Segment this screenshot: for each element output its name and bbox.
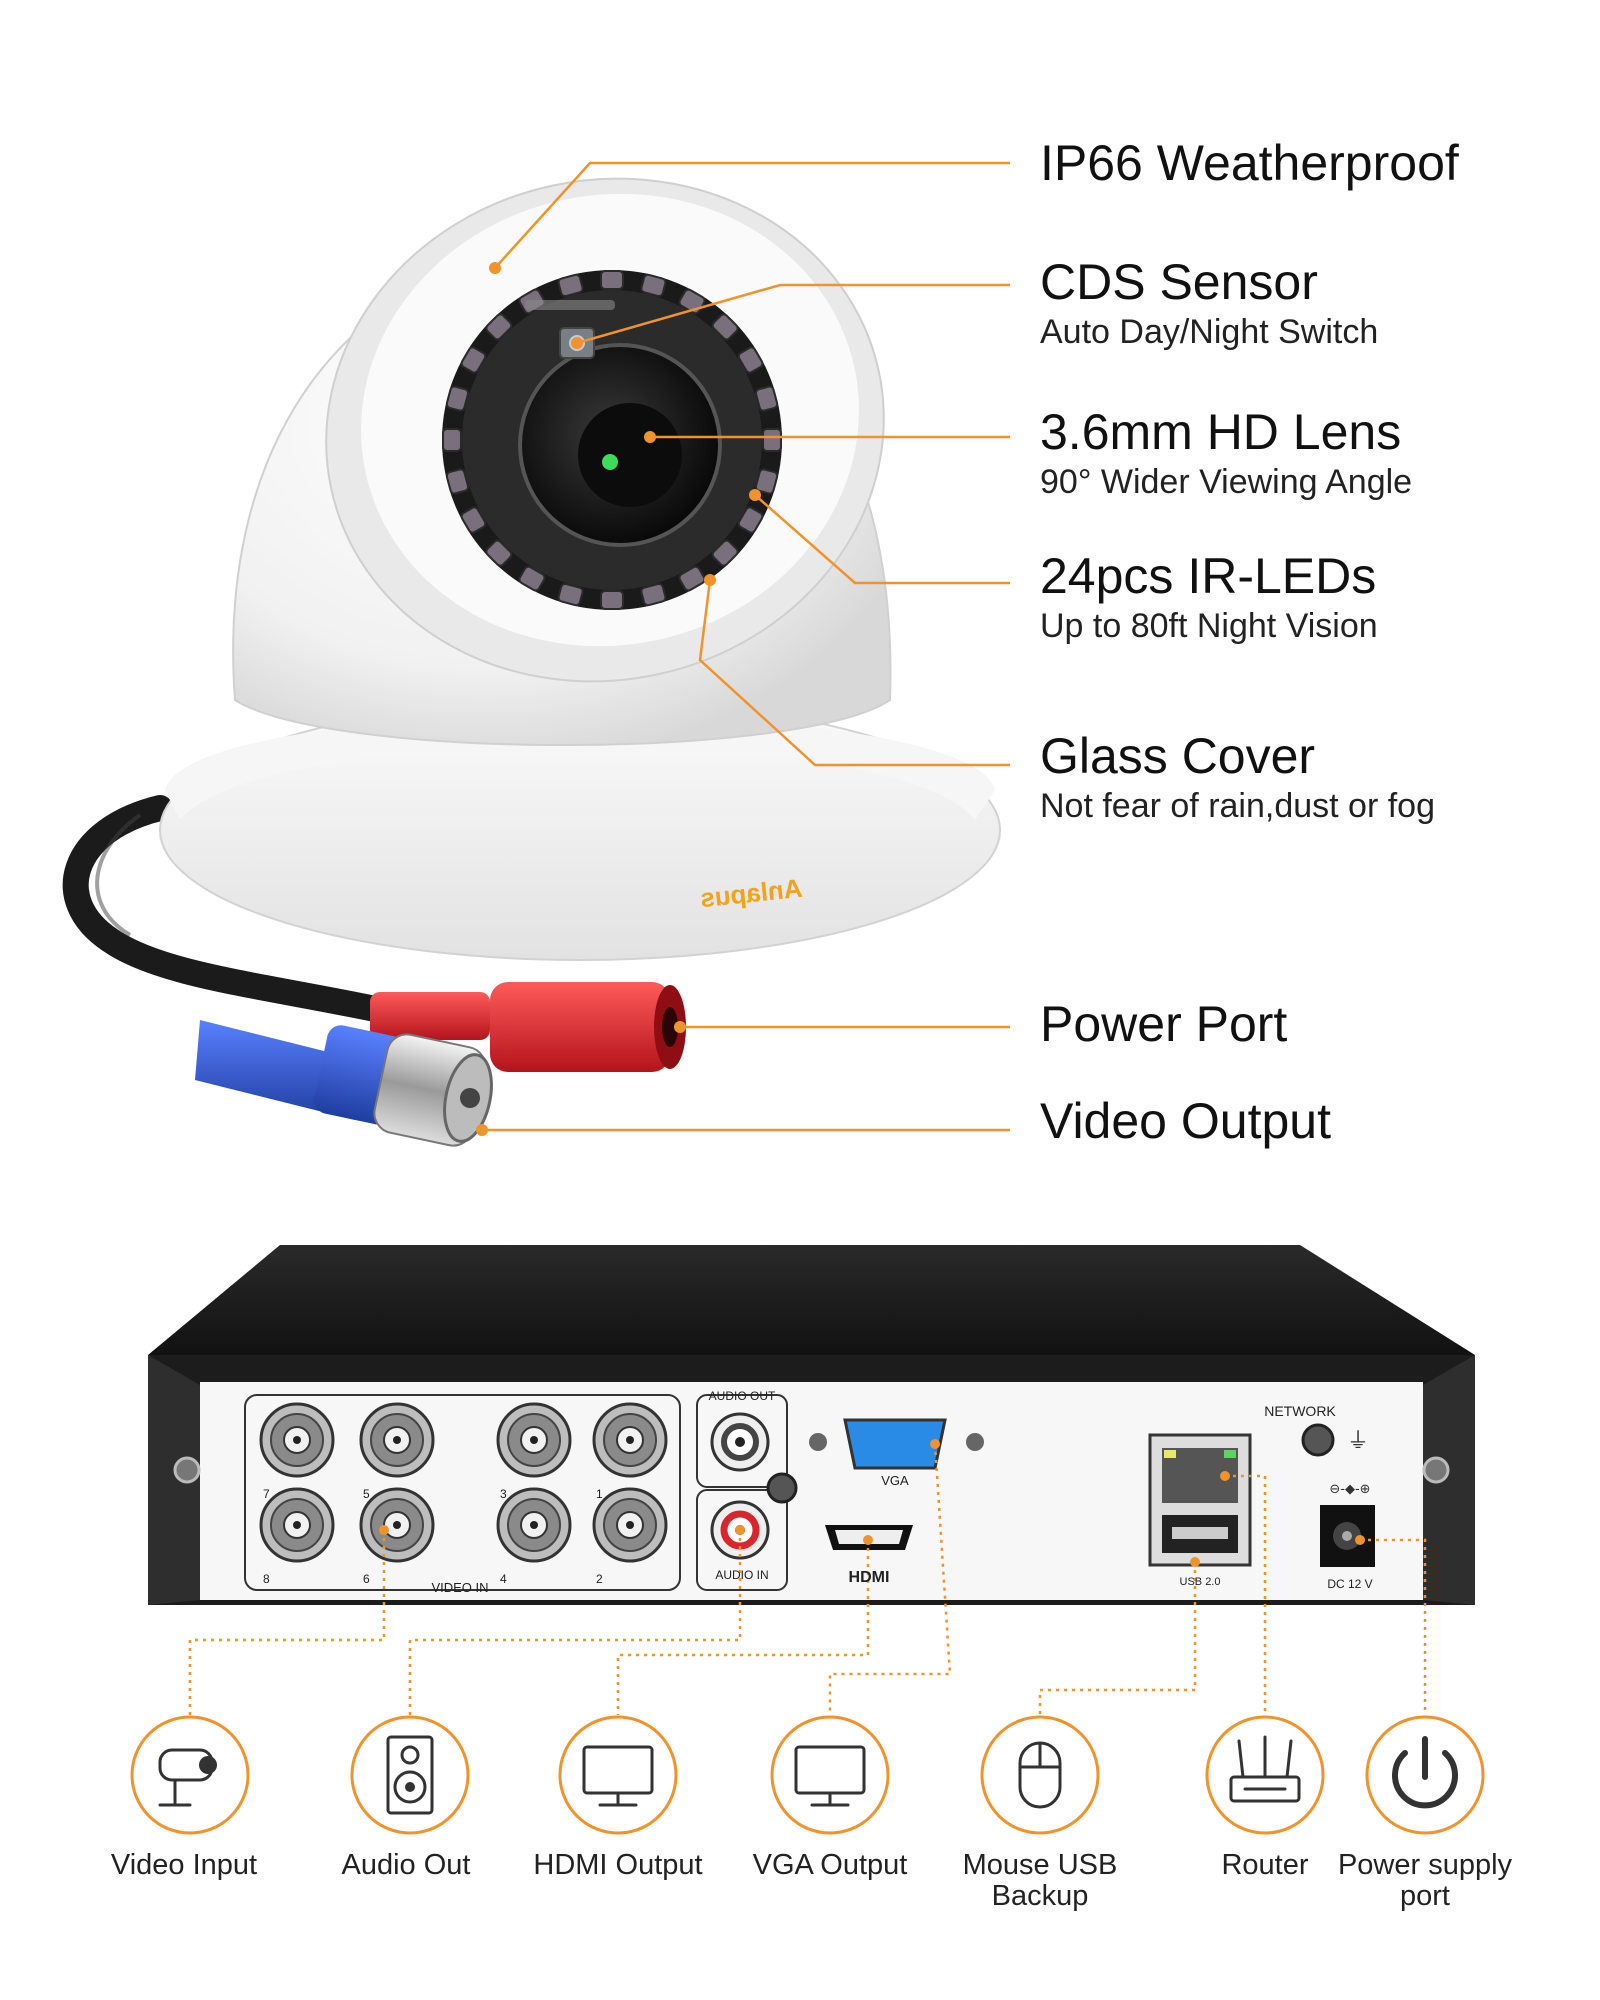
feature-title: CDS Sensor bbox=[1040, 254, 1318, 310]
svg-text:⊖-◆-⊕: ⊖-◆-⊕ bbox=[1329, 1482, 1370, 1497]
port-label-video-input: Video Input bbox=[110, 1849, 258, 1881]
feature-lens: 3.6mm HD Lens 90° Wider Viewing Angle bbox=[1040, 403, 1412, 503]
bnc-number: 5 bbox=[363, 1487, 370, 1501]
audio-out-text: AUDIO OUT bbox=[709, 1389, 776, 1403]
camera-leader-lines bbox=[482, 161, 1010, 1132]
port-label-mouse-usb: Mouse USB Backup bbox=[962, 1849, 1118, 1912]
ir-led bbox=[600, 270, 624, 290]
ir-led bbox=[640, 273, 667, 298]
camera-cable bbox=[62, 795, 393, 1023]
bnc-number: 3 bbox=[500, 1487, 507, 1501]
bnc-port bbox=[592, 1487, 668, 1563]
dvr-top bbox=[148, 1245, 1475, 1355]
bnc-port bbox=[359, 1402, 435, 1478]
power-connector bbox=[370, 982, 686, 1072]
dome-camera bbox=[62, 177, 1001, 1147]
feature-title: 24pcs IR-LEDs bbox=[1040, 548, 1377, 604]
feature-title: Glass Cover bbox=[1040, 728, 1316, 784]
ir-led bbox=[485, 313, 513, 341]
ir-led bbox=[445, 468, 470, 495]
feature-subtitle: 90° Wider Viewing Angle bbox=[1040, 463, 1413, 501]
vga-port bbox=[809, 1418, 984, 1470]
feature-power-port: Power Port bbox=[1040, 995, 1287, 1053]
bnc-port bbox=[259, 1487, 335, 1563]
feature-video-output: Video Output bbox=[1040, 1092, 1331, 1150]
port-label-power-supply: Power supply port bbox=[1337, 1849, 1513, 1912]
ir-led bbox=[445, 385, 470, 412]
audio-out-jack bbox=[710, 1412, 770, 1472]
feature-subtitle: Up to 80ft Night Vision bbox=[1040, 607, 1378, 645]
ir-led bbox=[518, 565, 546, 592]
feature-cds-sensor: CDS Sensor Auto Day/Night Switch bbox=[1040, 253, 1378, 353]
bnc-number: 7 bbox=[263, 1487, 270, 1501]
bnc-port bbox=[496, 1402, 572, 1478]
ir-led bbox=[485, 539, 513, 567]
bnc-port bbox=[496, 1487, 572, 1563]
feature-ir-leds: 24pcs IR-LEDs Up to 80ft Night Vision bbox=[1040, 547, 1378, 647]
bullet-camera-icon bbox=[130, 1715, 250, 1835]
video-in-text: VIDEO IN bbox=[431, 1580, 488, 1595]
vga-text: VGA bbox=[881, 1473, 909, 1488]
bnc-port bbox=[359, 1487, 435, 1563]
video-bnc-connector bbox=[195, 1020, 493, 1147]
ir-led bbox=[711, 539, 739, 567]
ir-led bbox=[460, 506, 487, 534]
video-in-bncs: 7 5 3 1 8 6 4 2 bbox=[259, 1402, 668, 1586]
dc-text: DC 12 V bbox=[1327, 1577, 1372, 1591]
port-label-router: Router bbox=[1221, 1849, 1309, 1881]
hdmi-text: HDMI bbox=[849, 1569, 890, 1586]
ir-led bbox=[678, 565, 706, 592]
ir-led bbox=[600, 590, 624, 610]
lan-usb-ports bbox=[1148, 1433, 1252, 1567]
ir-led bbox=[557, 273, 584, 298]
feature-subtitle: Not fear of rain,dust or fog bbox=[1040, 787, 1435, 825]
feature-title: Power Port bbox=[1040, 996, 1288, 1052]
dvr-recorder: 7 5 3 1 8 6 4 2 ⏚ bbox=[148, 1245, 1475, 1605]
port-label-hdmi-output: HDMI Output bbox=[533, 1849, 703, 1881]
bnc-group bbox=[244, 1394, 681, 1591]
bnc-number: 6 bbox=[363, 1572, 370, 1586]
ir-led bbox=[460, 346, 487, 374]
svg-text:⏚: ⏚ bbox=[1347, 1429, 1369, 1454]
ir-led bbox=[640, 582, 667, 607]
ir-led bbox=[754, 468, 779, 495]
mouse-icon bbox=[980, 1715, 1100, 1835]
port-icons bbox=[130, 1715, 1485, 1835]
feature-weatherproof: IP66 Weatherproof bbox=[1040, 134, 1459, 192]
bnc-number: 4 bbox=[500, 1572, 507, 1586]
ir-led bbox=[754, 385, 779, 412]
monitor-icon bbox=[770, 1715, 890, 1835]
ir-led bbox=[557, 582, 584, 607]
port-label-audio-out: Audio Out bbox=[341, 1849, 471, 1881]
ir-led-ring bbox=[442, 270, 782, 610]
bnc-number: 2 bbox=[596, 1572, 603, 1586]
feature-title: 3.6mm HD Lens bbox=[1040, 404, 1402, 460]
ir-led bbox=[442, 428, 462, 452]
dvr-leader-lines bbox=[188, 1443, 1427, 1715]
usb-text: USB 2.0 bbox=[1180, 1576, 1221, 1588]
router-icon bbox=[1205, 1715, 1325, 1835]
feature-title: IP66 Weatherproof bbox=[1040, 135, 1459, 191]
network-text: NETWORK bbox=[1264, 1403, 1336, 1419]
bnc-number: 1 bbox=[596, 1487, 603, 1501]
power-icon bbox=[1365, 1715, 1485, 1835]
feature-glass-cover: Glass Cover Not fear of rain,dust or fog bbox=[1040, 727, 1435, 827]
feature-title: Video Output bbox=[1040, 1093, 1331, 1149]
monitor-icon bbox=[558, 1715, 678, 1835]
ir-led bbox=[762, 428, 782, 452]
bnc-port bbox=[259, 1402, 335, 1478]
ir-led bbox=[711, 313, 739, 341]
dc-power-port: ⊖-◆-⊕ bbox=[1320, 1482, 1375, 1567]
bnc-port bbox=[592, 1402, 668, 1478]
audio-in-text: AUDIO IN bbox=[715, 1568, 768, 1582]
bnc-number: 8 bbox=[263, 1572, 270, 1586]
feature-subtitle: Auto Day/Night Switch bbox=[1040, 313, 1379, 351]
speaker-icon bbox=[350, 1715, 470, 1835]
port-label-vga-output: VGA Output bbox=[752, 1849, 908, 1881]
ir-led bbox=[737, 346, 764, 374]
ir-led bbox=[737, 506, 764, 534]
